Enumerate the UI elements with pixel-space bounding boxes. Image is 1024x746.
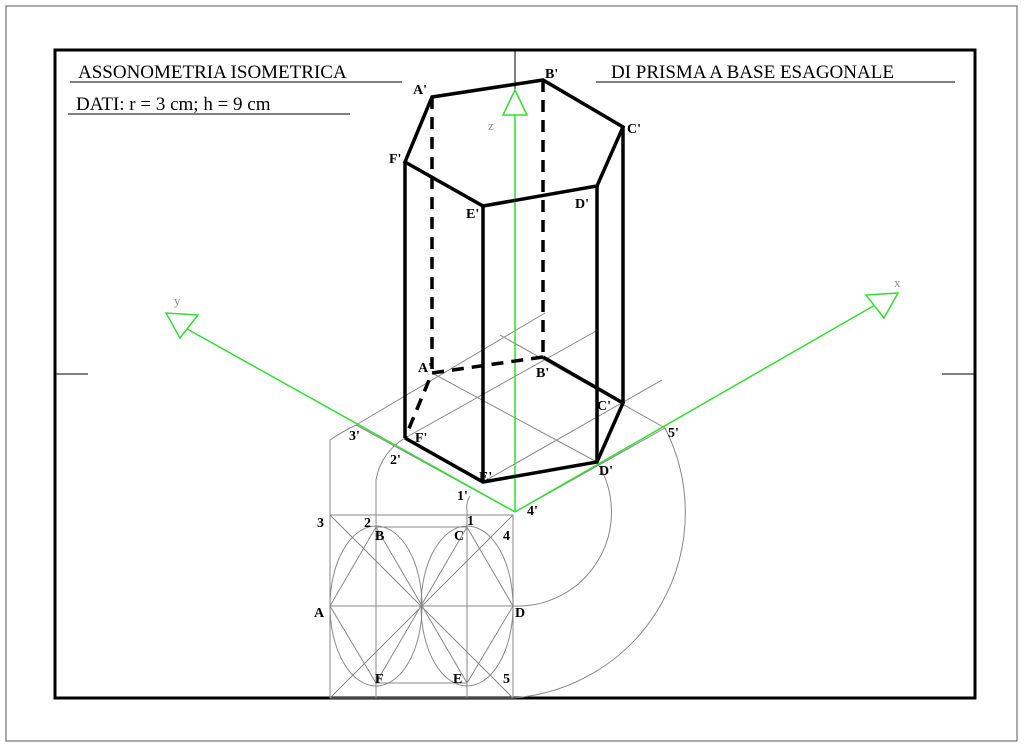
- label-base-c: C': [597, 399, 611, 414]
- label-plan-d: D: [515, 606, 525, 621]
- hidden-edges: [403, 80, 545, 439]
- x-axis: [514, 304, 876, 513]
- z-label: z: [488, 118, 494, 133]
- label-plan-b: B: [375, 529, 384, 544]
- y-axis: [179, 324, 516, 513]
- label-pt-1p: 1': [457, 489, 468, 504]
- x-arrow-icon: [864, 292, 900, 320]
- base-visible-edges: [404, 355, 626, 484]
- label-base-d: D': [599, 464, 613, 479]
- label-pt-1: 1: [467, 514, 474, 529]
- label-pt-2: 2: [364, 516, 371, 531]
- label-base-f: F': [415, 431, 427, 446]
- label-top-f: F': [389, 152, 401, 167]
- z-arrow-icon: [501, 88, 529, 116]
- label-top-a: A': [413, 83, 427, 98]
- label-top-d: D': [575, 197, 589, 212]
- x-label: x: [894, 275, 901, 290]
- y-label: y: [174, 293, 181, 308]
- label-base-b: B': [536, 366, 549, 381]
- title-left: ASSONOMETRIA ISOMETRICA: [78, 62, 347, 83]
- vertex-labels: A' B' C' D' E' F' A' B' C' D' E' F' A B …: [314, 67, 679, 687]
- prism: [402, 78, 626, 484]
- y-arrow-icon: [164, 312, 200, 340]
- label-pt-5p: 5': [668, 426, 679, 441]
- label-pt-5: 5: [503, 672, 510, 687]
- label-plan-e: E: [453, 672, 462, 687]
- label-pt-4: 4: [503, 529, 510, 544]
- label-top-e: E': [466, 207, 479, 222]
- axes: [164, 88, 900, 513]
- outer-border: [5, 5, 1018, 742]
- label-top-b: B': [545, 67, 558, 82]
- label-top-c: C': [627, 122, 641, 137]
- data-line: DATI: r = 3 cm; h = 9 cm: [76, 94, 271, 115]
- label-pt-2p: 2': [390, 453, 401, 468]
- construction-lines: [329, 312, 686, 699]
- label-pt-3p: 3': [349, 429, 360, 444]
- label-plan-a: A: [314, 606, 325, 621]
- title-block: ASSONOMETRIA ISOMETRICA DATI: r = 3 cm; …: [68, 62, 955, 115]
- label-pt-4p: 4': [527, 504, 538, 519]
- label-pt-3: 3: [317, 516, 324, 531]
- title-right: DI PRISMA A BASE ESAGONALE: [611, 62, 894, 83]
- label-base-a: A': [418, 361, 432, 376]
- label-base-e: E': [479, 470, 492, 485]
- label-plan-c: C: [454, 529, 464, 544]
- label-plan-f: F: [375, 672, 384, 687]
